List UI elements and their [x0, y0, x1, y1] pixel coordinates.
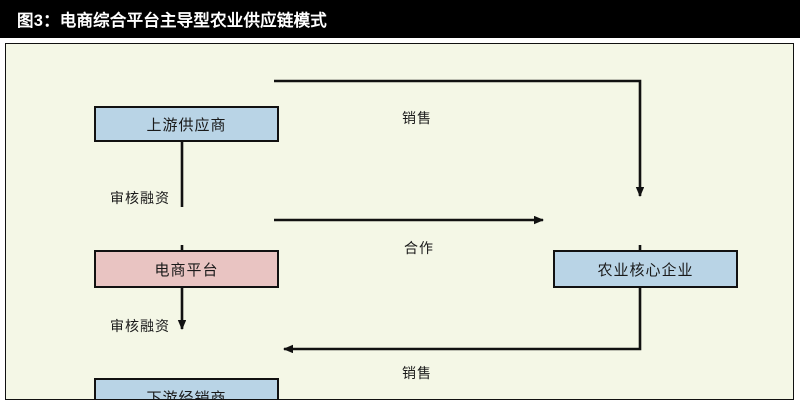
node-upstream-supplier-label: 上游供应商	[146, 116, 227, 134]
edge-label-upstream-to-core: 销售	[402, 110, 432, 126]
node-agriculture-core-enterprise-label: 农业核心企业	[597, 261, 694, 279]
node-downstream-dealer-label: 下游经销商	[146, 389, 227, 400]
node-downstream-dealer[interactable]: 下游经销商	[94, 378, 279, 400]
node-ecommerce-platform[interactable]: 电商平台	[94, 250, 279, 288]
diagram-canvas: 上游供应商 电商平台 下游经销商 农业核心企业 销售 合作 销售 审核融资 审核…	[5, 43, 794, 400]
connector-layer	[177, 79, 645, 354]
edge-label-platform-to-core: 合作	[404, 240, 434, 256]
edge-upstream-to-core	[274, 79, 645, 197]
edge-label-platform-to-downstream: 审核融资	[110, 318, 170, 334]
node-ecommerce-platform-label: 电商平台	[154, 261, 219, 279]
node-upstream-supplier[interactable]: 上游供应商	[94, 106, 279, 142]
figure-title-bar: 图3：电商综合平台主导型农业供应链模式	[0, 0, 800, 38]
edge-label-core-to-downstream: 销售	[402, 365, 432, 381]
node-agriculture-core-enterprise[interactable]: 农业核心企业	[553, 250, 738, 288]
figure-title: 图3：电商综合平台主导型农业供应链模式	[17, 12, 327, 30]
edge-label-platform-to-upstream: 审核融资	[110, 190, 170, 206]
